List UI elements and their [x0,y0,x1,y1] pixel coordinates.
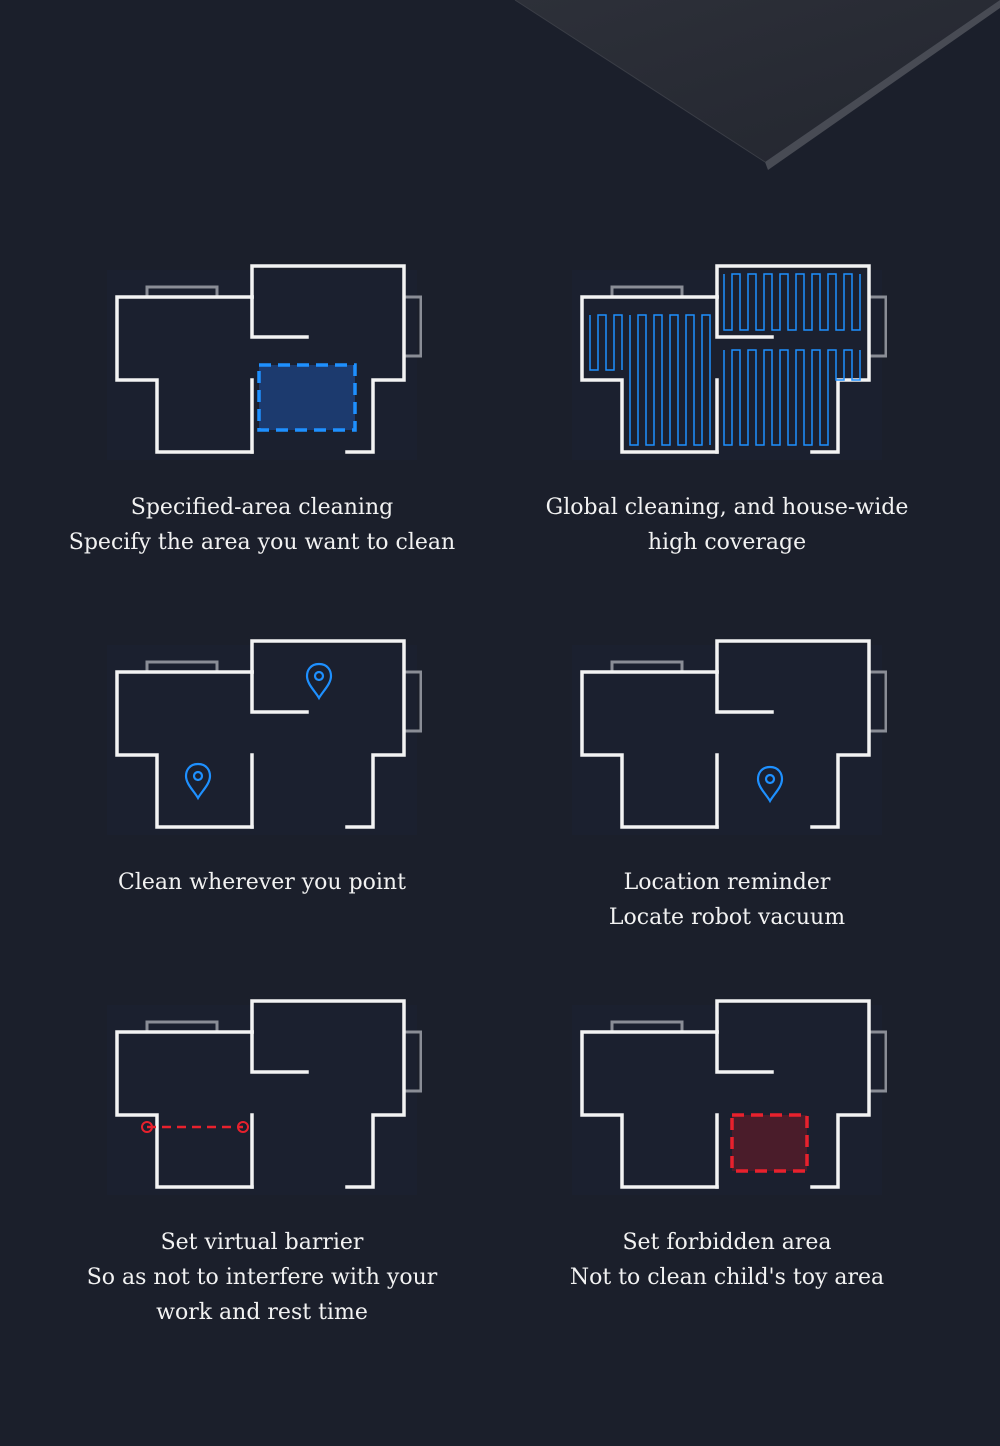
feature-location-reminder: Location reminder Locate robot vacuum [507,637,947,935]
global-cleaning-icon [570,264,887,462]
specified-area-icon [105,264,422,462]
feature-title: Global cleaning, and house-wide [545,495,909,520]
feature-title: Location reminder [623,870,831,895]
feature-virtual-barrier: Set virtual barrier So as not to interfe… [42,997,482,1330]
feature-specified-area: Specified-area cleaning Specify the area… [42,262,482,560]
feature-title: Clean wherever you point [118,870,406,895]
feature-description: high coverage [647,530,807,555]
feature-forbidden-area: Set forbidden area Not to clean child's … [507,997,947,1295]
point-clean-icon [105,639,422,837]
location-reminder-icon [570,639,887,837]
feature-description: work and rest time [156,1300,368,1325]
corner-decoration [514,0,1000,170]
feature-point-clean: Clean wherever you point [42,637,482,900]
virtual-barrier-icon [105,999,422,1197]
feature-description: So as not to interfere with your [86,1265,438,1290]
feature-title: Specified-area cleaning [130,495,394,520]
feature-global-cleaning: Global cleaning, and house-wide high cov… [507,262,947,560]
forbidden-area-icon [570,999,887,1197]
feature-description: Not to clean child's toy area [569,1265,885,1290]
feature-title: Set forbidden area [622,1230,832,1255]
feature-title: Set virtual barrier [160,1230,364,1255]
feature-description: Locate robot vacuum [608,905,846,930]
feature-description: Specify the area you want to clean [68,530,456,555]
